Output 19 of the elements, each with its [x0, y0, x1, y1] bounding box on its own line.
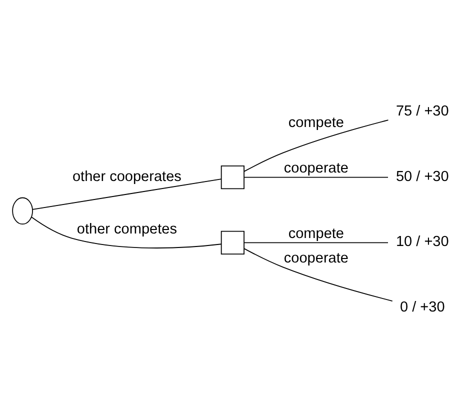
- node-text: 0 / +30: [400, 298, 445, 315]
- node-ellipse: [12, 196, 33, 224]
- connector: [32, 178, 222, 210]
- node-box: [220, 230, 244, 254]
- node-text: 50 / +30: [396, 168, 449, 184]
- node-text: 10 / +30: [396, 234, 449, 250]
- edge-label: cooperate: [284, 160, 348, 176]
- edge-label: cooperate: [284, 250, 348, 266]
- edge-label: compete: [288, 114, 344, 131]
- edge-label: other competes: [76, 220, 177, 237]
- connector: [244, 176, 388, 178]
- connector: [244, 242, 388, 243]
- node-box: [220, 165, 244, 189]
- connector: [30, 216, 222, 248]
- node-text: 75 / +30: [396, 102, 449, 119]
- edge-label: compete: [288, 225, 344, 242]
- connector: [244, 119, 389, 172]
- connector: [244, 248, 393, 301]
- edge-label: other cooperates: [72, 168, 182, 184]
